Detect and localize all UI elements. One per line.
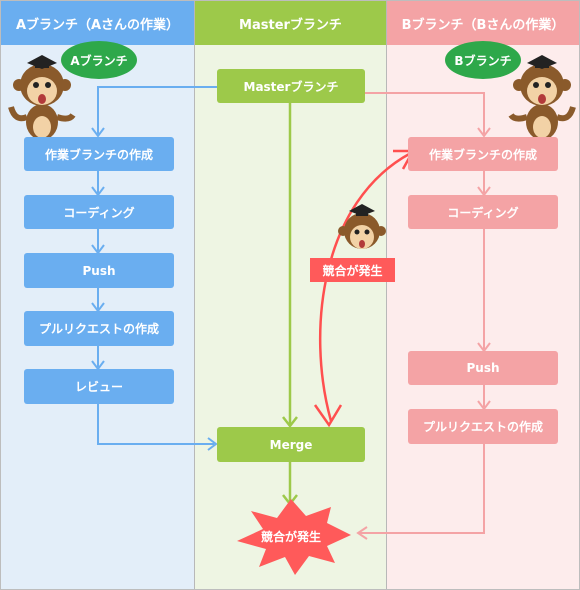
bubble-b: Bブランチ — [445, 41, 521, 79]
a-step: プルリクエストの作成 — [24, 311, 174, 346]
lane-divider — [194, 1, 195, 589]
b-step: Push — [408, 351, 558, 385]
arrowhead — [282, 416, 298, 429]
a-step: レビュー — [24, 369, 174, 404]
conflict-burst-label: 競合が発生 — [260, 529, 321, 544]
arrowhead — [477, 127, 491, 138]
arrowhead — [91, 127, 105, 138]
conflict-label: 競合が発生 — [310, 258, 395, 282]
connector-master-to-b — [365, 92, 485, 134]
monkey-b-icon — [508, 55, 576, 140]
connector-master-to-a — [97, 86, 217, 134]
lane-a-header: Aブランチ（Aさんの作業） — [1, 1, 194, 45]
bubble-a: Aブランチ — [61, 41, 137, 79]
connector-b-to-conflict — [359, 444, 485, 534]
node-merge: Merge — [217, 427, 365, 462]
b-step: コーディング — [408, 195, 558, 229]
b-step: 作業ブランチの作成 — [408, 137, 558, 171]
confused-monkey-icon — [338, 204, 386, 249]
conflict-burst-shape — [237, 499, 351, 575]
lane-b-header: Bブランチ（Bさんの作業） — [387, 1, 579, 45]
lane-divider — [386, 1, 387, 589]
monkey-a-icon — [8, 55, 76, 140]
conflict-arrow — [318, 151, 412, 422]
b-step: プルリクエストの作成 — [408, 409, 558, 444]
lane-master-header: Masterブランチ — [195, 1, 386, 45]
arrowhead — [356, 526, 368, 540]
connector-a-chain — [91, 171, 105, 371]
arrowhead — [207, 437, 218, 451]
a-step: コーディング — [24, 195, 174, 229]
connector-review-to-merge — [97, 404, 214, 445]
a-step: 作業ブランチの作成 — [24, 137, 174, 171]
a-step: Push — [24, 253, 174, 288]
node-master: Masterブランチ — [217, 69, 365, 103]
arrowhead — [313, 404, 343, 428]
